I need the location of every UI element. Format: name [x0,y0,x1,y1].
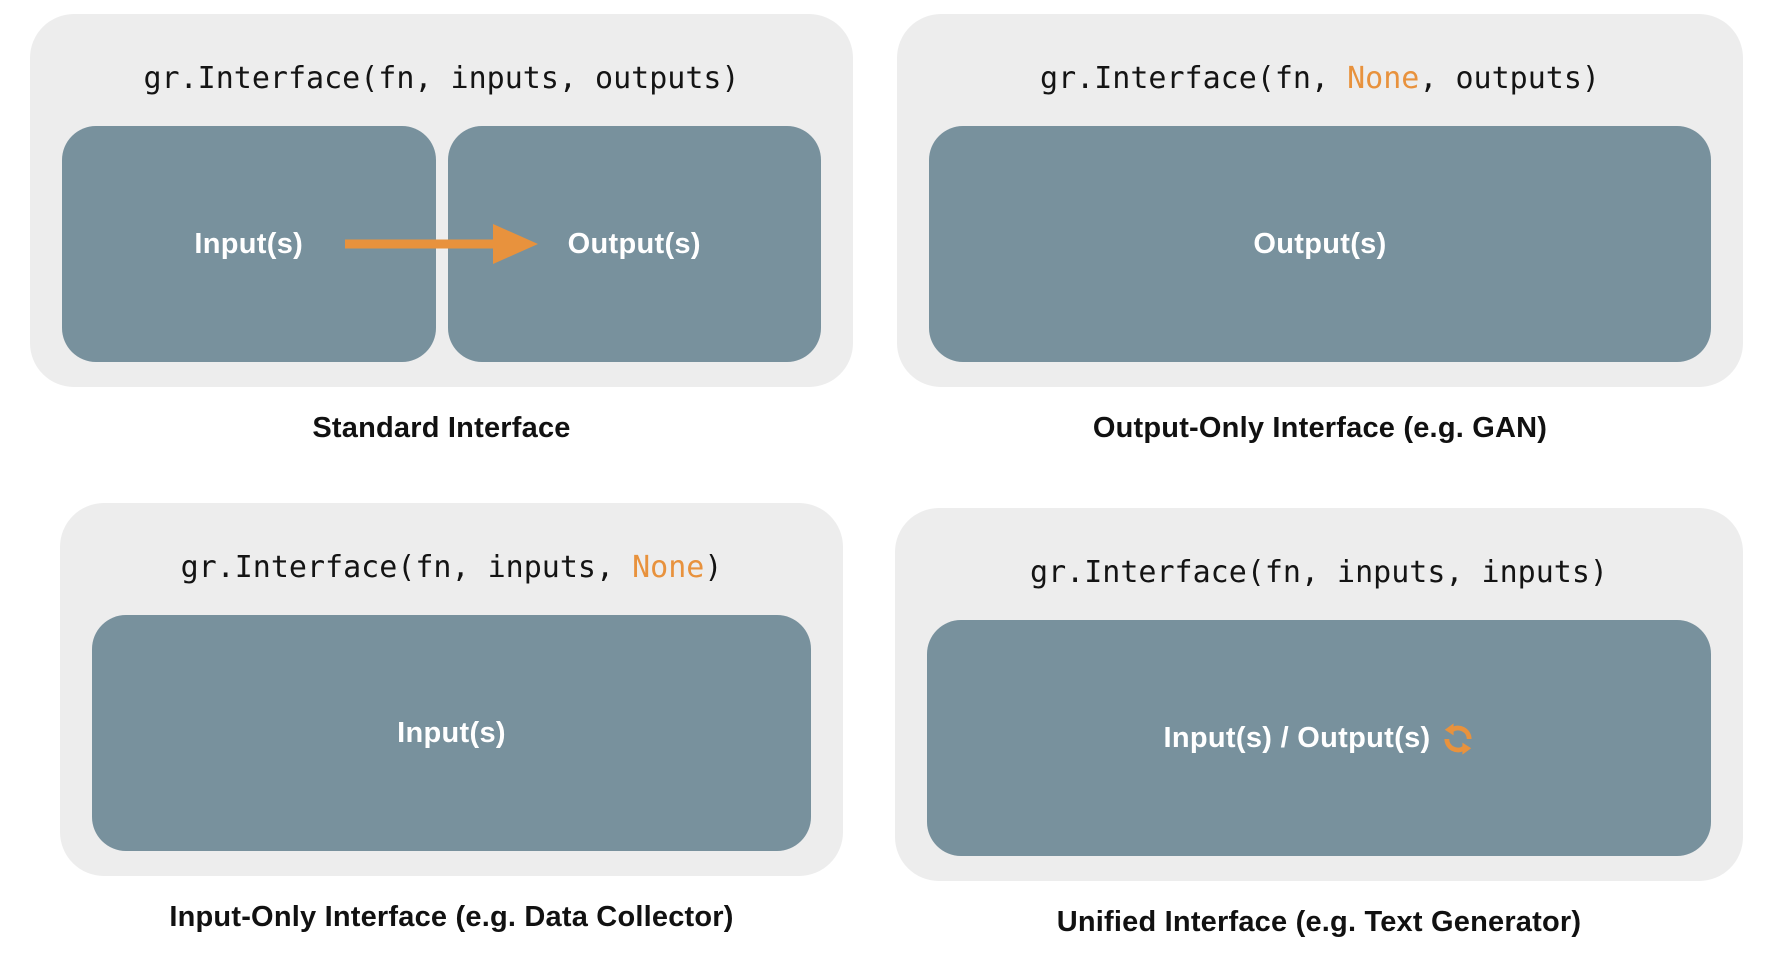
panel-cell-input-only: gr.Interface(fn, inputs, None) Input(s) … [60,503,843,936]
caption-input-only-interface: Input-Only Interface (e.g. Data Collecto… [169,901,734,933]
panel-cell-output-only: gr.Interface(fn, None, outputs) Output(s… [897,14,1743,447]
caption-unified-interface: Unified Interface (e.g. Text Generator) [1056,906,1582,938]
panel-output-only-interface: gr.Interface(fn, None, outputs) Output(s… [897,14,1743,387]
code-text: gr.Interface(fn, inputs, outputs) [143,61,740,96]
output-box: Output(s) [929,126,1711,362]
code-text: , outputs) [1419,61,1600,96]
caption-standard-interface: Standard Interface [312,412,571,444]
panel-standard-interface: gr.Interface(fn, inputs, outputs) Input(… [30,14,853,387]
output-box: Output(s) [447,126,821,362]
input-box-label: Input(s) [397,716,506,749]
panel-cell-standard: gr.Interface(fn, inputs, outputs) Input(… [30,14,853,447]
sync-loop-icon [1444,723,1473,755]
input-box-label: Input(s) [194,227,304,260]
right-arrow-icon [344,224,538,264]
code-signature-output-only: gr.Interface(fn, None, outputs) [929,60,1711,98]
input-output-box-label: Input(s) / Output(s) [1163,721,1431,754]
input-box: Input(s) [92,615,811,851]
code-none-token: None [632,550,705,585]
panel-input-only-interface: gr.Interface(fn, inputs, None) Input(s) [60,503,843,876]
caption-output-only-interface: Output-Only Interface (e.g. GAN) [1092,412,1548,444]
boxes-row: Output(s) [929,126,1711,362]
code-text: gr.Interface(fn, [1040,61,1348,96]
boxes-row: Input(s) / Output(s) [927,620,1711,856]
code-text: gr.Interface(fn, inputs, inputs) [1030,555,1608,590]
output-box-label: Output(s) [1253,227,1387,260]
boxes-row: Input(s) Output(s) [62,126,821,362]
output-box-label: Output(s) [567,227,701,260]
code-none-token: None [1347,61,1420,96]
boxes-row: Input(s) [92,615,811,851]
code-text: ) [704,550,723,585]
code-text: gr.Interface(fn, inputs, [180,550,633,585]
input-output-box: Input(s) / Output(s) [927,620,1711,856]
panel-unified-interface: gr.Interface(fn, inputs, inputs) Input(s… [895,508,1743,881]
code-signature-unified: gr.Interface(fn, inputs, inputs) [927,554,1711,592]
code-signature-standard: gr.Interface(fn, inputs, outputs) [62,60,821,98]
code-signature-input-only: gr.Interface(fn, inputs, None) [92,549,811,587]
panel-cell-unified: gr.Interface(fn, inputs, inputs) Input(s… [895,508,1743,941]
